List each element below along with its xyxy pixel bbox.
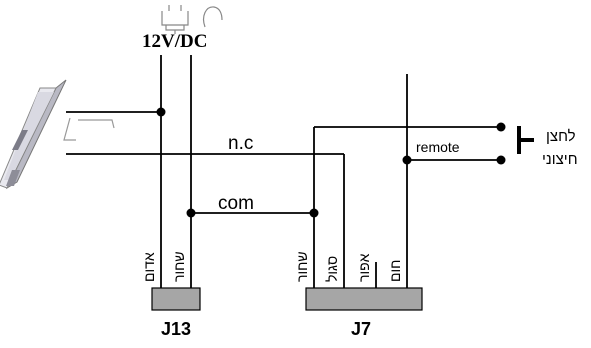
nc-label: n.c	[228, 133, 253, 154]
connector-j13-label: J13	[161, 319, 191, 339]
junction-dot	[156, 107, 166, 117]
junction-dots	[156, 107, 506, 218]
com-label: com	[218, 193, 254, 214]
wire-label-j7-black: שחור	[294, 251, 310, 282]
magnetic-lock-image	[0, 79, 115, 190]
wires	[66, 55, 500, 288]
button-label-line1: לחצן	[546, 128, 576, 145]
junction-dot	[186, 208, 196, 218]
terminal-dot	[496, 122, 506, 132]
junction-dot	[402, 155, 412, 165]
power-label: 12V/DC	[142, 31, 207, 52]
wire-label-j7-purple: סגול	[324, 256, 340, 282]
junction-dot	[309, 208, 319, 218]
wire-label-j13-red: אדום	[141, 252, 157, 282]
connector-j7-label: J7	[351, 319, 371, 339]
terminal-dot	[496, 155, 506, 165]
push-button-icon	[517, 126, 534, 154]
power-adapter-icon	[161, 5, 223, 34]
remote-label: remote	[416, 139, 460, 155]
button-label-line2: חיצוני	[542, 151, 578, 168]
wire-label-j7-brown: חום	[387, 260, 403, 282]
connector-j13	[151, 287, 201, 311]
wire-label-j13-black: שחור	[171, 251, 187, 282]
connector-j7	[305, 287, 423, 311]
wire-label-j7-gray: אפור	[356, 253, 372, 282]
